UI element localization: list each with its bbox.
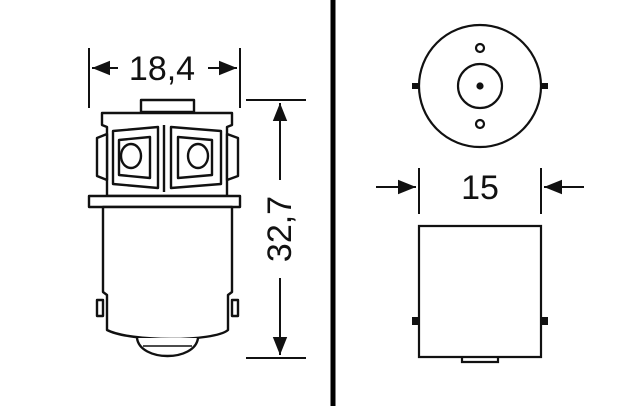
base-outline-view (412, 224, 548, 364)
diameter-dimension (376, 168, 584, 214)
led-lens-right (186, 142, 210, 170)
led-lens-left (119, 142, 143, 170)
side-led-right (225, 132, 240, 182)
side-view (87, 98, 242, 358)
height-side-label: 32,7 (261, 196, 299, 262)
flange (87, 194, 242, 209)
hole-top (474, 42, 486, 54)
led-chip-right (176, 135, 214, 180)
solder-contact (135, 337, 200, 358)
base-cylinder (101, 205, 234, 341)
bottom-view (412, 23, 548, 149)
outline-pin-right (541, 317, 548, 325)
side-led-left (95, 132, 109, 182)
center-dot (476, 82, 484, 90)
base-outline (417, 224, 543, 359)
base-bottom-contact (460, 357, 500, 364)
bayonet-pin-right (230, 298, 240, 318)
width-side-label: 18,4 (129, 50, 195, 88)
hole-bottom (474, 118, 486, 130)
base-diameter-label: 15 (461, 169, 499, 207)
width-dimension (88, 48, 241, 108)
outline-pin-left (412, 317, 419, 325)
bayonet-pin-left (95, 298, 105, 318)
height-dimension (246, 99, 306, 359)
pin-stub-right (541, 83, 548, 89)
led-chip-left (117, 135, 152, 180)
top-nub (139, 98, 196, 114)
pin-stub-left (412, 83, 419, 89)
contact-circle (456, 62, 504, 110)
